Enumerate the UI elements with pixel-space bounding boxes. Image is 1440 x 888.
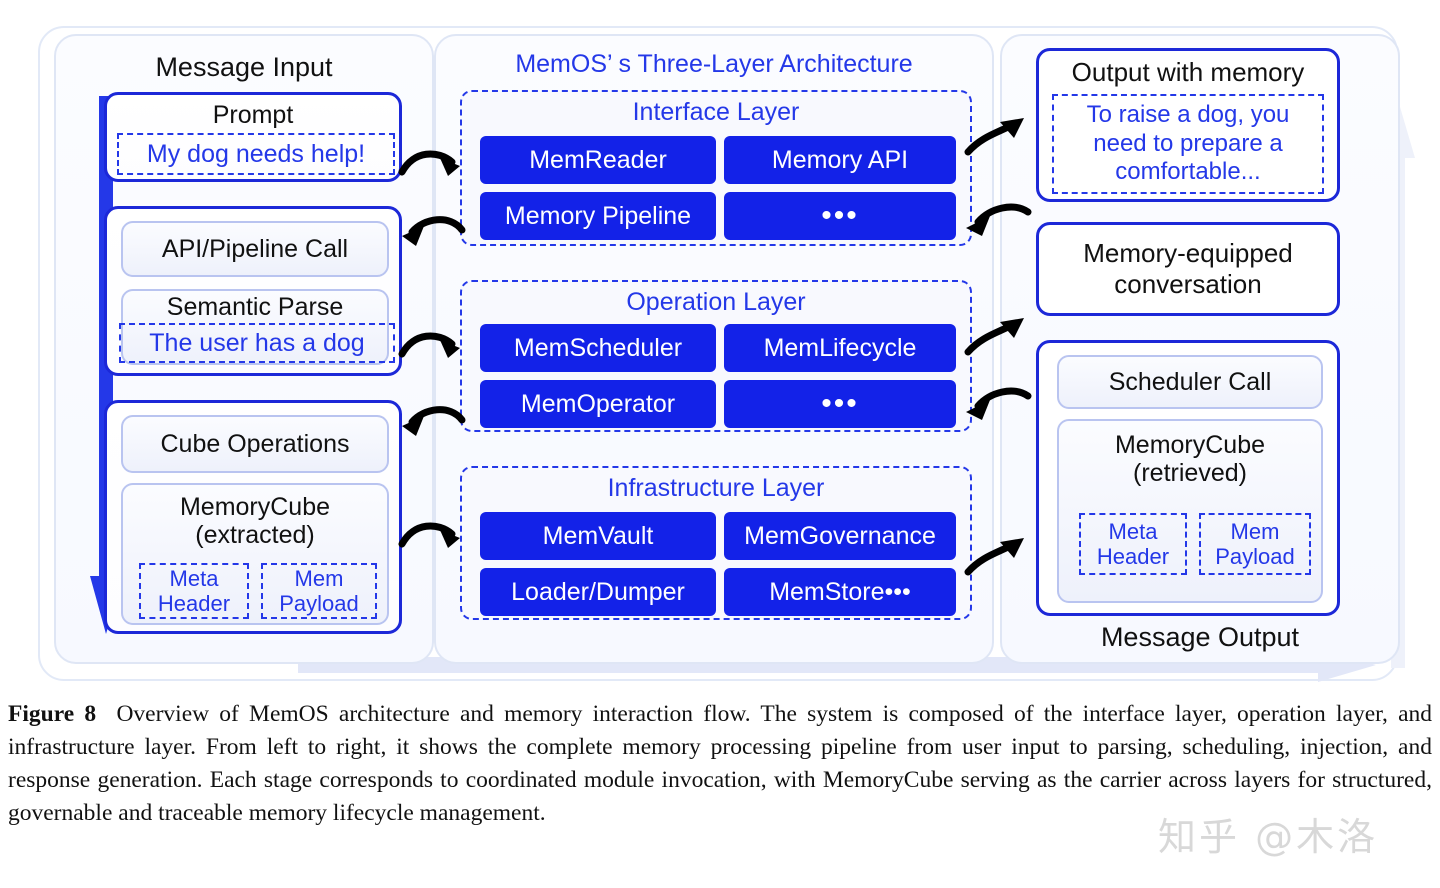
mem-payload-line1: Mem: [294, 565, 344, 591]
api-pipeline-call-box[interactable]: API/Pipeline Call: [121, 221, 389, 277]
message-input-panel: Message Input Prompt My dog needs help! …: [54, 34, 434, 664]
module-memstore[interactable]: MemStore•••: [724, 568, 956, 616]
retrieved-payload-line1: Mem: [1230, 518, 1280, 544]
caption-body: Overview of MemOS architecture and memor…: [8, 701, 1432, 826]
message-input-title: Message Input: [155, 52, 333, 82]
memory-equipped-conversation-box[interactable]: Memory-equipped conversation: [1036, 222, 1340, 316]
retrieved-meta-line2: Header: [1096, 544, 1170, 569]
memory-cube-extracted-group[interactable]: Cube Operations MemoryCube (extracted) M…: [104, 400, 402, 634]
meta-header-pill: Meta Header: [139, 563, 249, 619]
infrastructure-layer-title: Infrastructure Layer: [607, 474, 825, 502]
architecture-title: MemOS’ s Three-Layer Architecture: [515, 50, 913, 78]
memory-cube-title: MemoryCube: [179, 493, 331, 521]
infrastructure-layer[interactable]: Infrastructure Layer MemVault MemGoverna…: [460, 466, 972, 620]
operation-layer[interactable]: Operation Layer MemScheduler MemLifecycl…: [460, 280, 972, 432]
retrieved-meta-header-pill: Meta Header: [1079, 513, 1187, 575]
retrieved-mem-payload-pill: Mem Payload: [1199, 513, 1311, 575]
api-pipeline-call-label: API/Pipeline Call: [161, 235, 349, 263]
prompt-group[interactable]: Prompt My dog needs help!: [104, 92, 402, 182]
message-output-panel: Output with memory To raise a dog, you n…: [1000, 34, 1400, 664]
message-output-title: Message Output: [1100, 622, 1300, 652]
caption-label: Figure 8: [8, 701, 97, 727]
module-memgovernance[interactable]: MemGovernance: [724, 512, 956, 560]
semantic-parse-box[interactable]: Semantic Parse The user has a dog: [119, 289, 395, 365]
mem-payload-pill: Mem Payload: [261, 563, 377, 619]
conversation-line1: Memory-equipped: [1083, 238, 1293, 268]
module-memoperator[interactable]: MemOperator: [480, 380, 716, 428]
figure-container: Message Input Prompt My dog needs help! …: [38, 26, 1415, 682]
retrieved-meta-line1: Meta: [1108, 518, 1158, 544]
memory-cube-subtitle: (extracted): [195, 521, 315, 549]
retrieved-cube-title: MemoryCube: [1114, 431, 1266, 459]
figure-caption: Figure 8 Overview of MemOS architecture …: [8, 698, 1432, 830]
semantic-parse-group[interactable]: API/Pipeline Call Semantic Parse The use…: [104, 206, 402, 376]
scheduler-call-box[interactable]: Scheduler Call: [1057, 355, 1323, 409]
module-interface-more[interactable]: •••: [724, 192, 956, 240]
module-loader-dumper[interactable]: Loader/Dumper: [480, 568, 716, 616]
module-memory-api[interactable]: Memory API: [724, 136, 956, 184]
architecture-panel: MemOS’ s Three-Layer Architecture Interf…: [434, 34, 994, 664]
module-memvault[interactable]: MemVault: [480, 512, 716, 560]
interface-layer[interactable]: Interface Layer MemReader Memory API Mem…: [460, 90, 972, 246]
module-memory-pipeline[interactable]: Memory Pipeline: [480, 192, 716, 240]
meta-header-line1: Meta: [169, 565, 219, 591]
retrieved-payload-line2: Payload: [1215, 544, 1295, 569]
memory-cube-extracted-box[interactable]: MemoryCube (extracted) Meta Header Mem P…: [121, 483, 389, 625]
module-operation-more[interactable]: •••: [724, 380, 956, 428]
cube-operations-box[interactable]: Cube Operations: [121, 415, 389, 473]
output-with-memory-box[interactable]: Output with memory To raise a dog, you n…: [1036, 48, 1340, 202]
module-memlifecycle[interactable]: MemLifecycle: [724, 324, 956, 372]
operation-layer-title: Operation Layer: [626, 288, 806, 316]
memory-cube-retrieved-box[interactable]: MemoryCube (retrieved) Meta Header Mem P…: [1057, 419, 1323, 603]
module-memscheduler[interactable]: MemScheduler: [480, 324, 716, 372]
semantic-parse-label: Semantic Parse: [166, 293, 344, 321]
scheduler-group-box[interactable]: Scheduler Call MemoryCube (retrieved) Me…: [1036, 340, 1340, 616]
scheduler-call-label: Scheduler Call: [1108, 368, 1272, 396]
mem-payload-line2: Payload: [279, 591, 359, 616]
conversation-line2: conversation: [1114, 269, 1262, 299]
prompt-label: Prompt: [212, 101, 294, 129]
module-memreader[interactable]: MemReader: [480, 136, 716, 184]
cube-operations-label: Cube Operations: [160, 430, 350, 458]
meta-header-line2: Header: [157, 591, 231, 616]
interface-layer-title: Interface Layer: [632, 98, 800, 126]
retrieved-cube-subtitle: (retrieved): [1133, 459, 1247, 487]
output-with-memory-title: Output with memory: [1071, 57, 1305, 87]
semantic-parse-quote: The user has a dog: [119, 323, 395, 363]
prompt-quote: My dog needs help!: [117, 133, 395, 175]
output-with-memory-quote: To raise a dog, you need to prepare a co…: [1052, 94, 1324, 194]
